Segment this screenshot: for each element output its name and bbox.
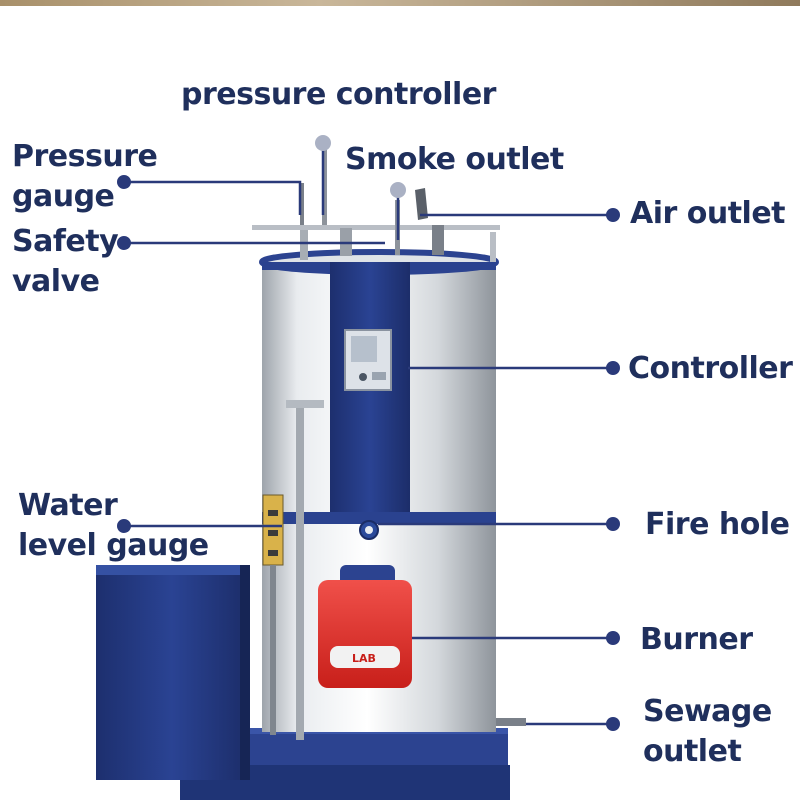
water-tank [96,565,250,780]
label-pressure-gauge: Pressure gauge [12,139,158,214]
control-panel [330,262,410,512]
label-pressure-controller: pressure controller [181,77,496,112]
dot-smoke-outlet [390,182,406,198]
dot-sewage [606,717,620,731]
label-sewage-outlet: Sewage outlet [643,694,772,769]
water-level-column [262,400,324,740]
label-air-outlet: Air outlet [630,196,786,231]
base-plate [180,728,510,800]
dot-fire-hole [606,517,620,531]
leader-lines [124,143,613,726]
fire-hole-port [359,520,379,540]
label-controller: Controller [628,351,793,386]
label-water-level-gauge: Water level gauge [18,488,209,563]
light-dots [315,135,406,198]
label-burner: Burner [640,622,753,657]
dot-air-outlet [606,208,620,222]
dot-water-level [117,519,131,533]
leader-pressure-gauge [124,180,302,215]
dot-burner [606,631,620,645]
label-dots [117,175,620,731]
burner-badge: LAB [352,652,376,665]
photo-top-edge [0,0,800,6]
label-fire-hole: Fire hole [645,507,790,542]
dot-pressure-controller [315,135,331,151]
label-safety-valve: Safety valve [12,224,119,299]
dot-safety-valve [117,236,131,250]
sewage-pipe [496,718,526,726]
dot-pressure-gauge [117,175,131,189]
burner-unit: LAB [318,565,412,688]
label-smoke-outlet: Smoke outlet [345,142,564,177]
dot-controller [606,361,620,375]
